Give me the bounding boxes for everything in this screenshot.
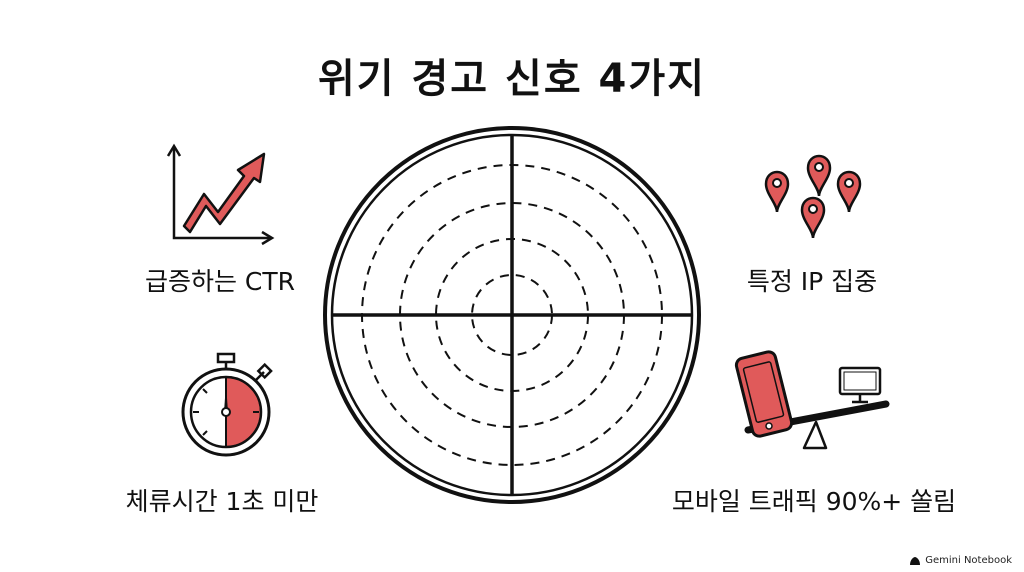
signal-label-ip: 특정 IP 집중 bbox=[746, 267, 878, 296]
notebook-logo-icon bbox=[910, 556, 921, 565]
signal-label-dwell-time: 체류시간 1초 미만 bbox=[125, 487, 319, 516]
signal-label-mobile-traffic: 모바일 트래픽 90%+ 쏠림 bbox=[671, 487, 957, 516]
location-pins-icon bbox=[764, 154, 862, 239]
stopwatch-icon bbox=[181, 352, 273, 457]
footer-text: Gemini Notebook bbox=[925, 555, 1012, 566]
rising-arrow-chart-icon bbox=[166, 143, 275, 246]
page-title: 위기 경고 신호 4가지 bbox=[317, 56, 706, 102]
footer-badge: Gemini Notebook bbox=[909, 555, 1012, 566]
signal-label-ctr: 급증하는 CTR bbox=[144, 267, 296, 296]
mobile-vs-desktop-balance-icon bbox=[734, 350, 890, 450]
